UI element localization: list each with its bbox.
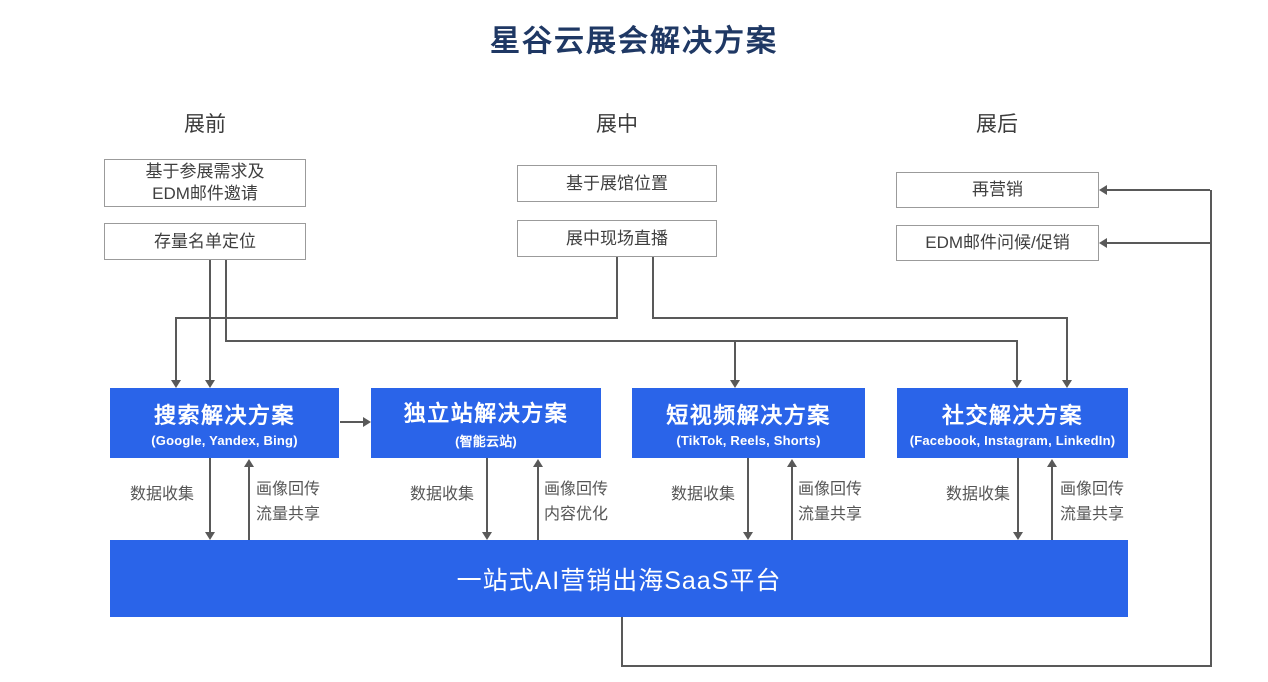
connector-up-social	[1051, 466, 1053, 540]
connector-branch-shortvideo	[734, 341, 736, 381]
box-edm-invite-line1: 基于参展需求及	[145, 162, 265, 182]
connector-down-social	[1017, 458, 1019, 533]
arrowhead-up-search	[244, 459, 254, 467]
flow-label-up-search: 画像回传 流量共享	[256, 477, 320, 527]
connector-live-left-horizontal	[175, 317, 618, 319]
flow-label-up-social-line1: 画像回传	[1060, 481, 1125, 498]
arrowhead-up-website	[533, 459, 543, 467]
flow-label-down-search: 数据收集	[130, 486, 195, 503]
phase-header-post: 展后	[976, 113, 1018, 136]
flow-label-up-search-line1: 画像回传	[256, 481, 321, 498]
connector-bottom-horizontal	[621, 665, 1212, 667]
connector-branch-social-a	[1016, 341, 1018, 381]
arrowhead-to-remarketing	[1099, 185, 1107, 195]
connector-down-website	[486, 458, 488, 533]
arrowhead-down-social	[1013, 532, 1023, 540]
box-venue-location: 基于展馆位置	[517, 165, 717, 202]
connector-live-to-social	[1066, 318, 1068, 381]
connector-live-right-drop	[652, 257, 654, 319]
solution-social-subtitle: (Facebook, Instagram, LinkedIn)	[909, 433, 1116, 448]
connector-live-left-drop	[616, 257, 618, 319]
phase-header-pre: 展前	[184, 113, 226, 136]
connector-up-search	[248, 466, 250, 540]
flow-label-up-social: 画像回传 流量共享	[1060, 477, 1124, 527]
box-stock-list: 存量名单定位	[104, 223, 306, 260]
solution-search-subtitle: (Google, Yandex, Bing)	[151, 433, 298, 448]
solution-search: 搜索解决方案 (Google, Yandex, Bing)	[110, 388, 339, 458]
flow-label-up-social-line2: 流量共享	[1060, 506, 1125, 523]
box-live-stream: 展中现场直播	[517, 220, 717, 257]
connector-up-shortvideo	[791, 466, 793, 540]
flow-label-up-search-line2: 流量共享	[256, 506, 321, 523]
flow-label-down-social: 数据收集	[946, 486, 1011, 503]
arrowhead-stock-to-search	[205, 380, 215, 388]
arrowhead-to-social-b	[1062, 380, 1072, 388]
connector-stock-drop	[225, 260, 227, 342]
solution-shortvideo-title: 短视频解决方案	[666, 403, 831, 428]
solution-website-title: 独立站解决方案	[403, 401, 569, 426]
box-remarketing: 再营销	[896, 172, 1099, 208]
arrowhead-down-shortvideo	[743, 532, 753, 540]
box-edm-greeting-label: EDM邮件问候/促销	[925, 233, 1070, 253]
box-edm-greeting: EDM邮件问候/促销	[896, 225, 1099, 261]
arrowhead-down-search	[205, 532, 215, 540]
connector-stock-to-search	[209, 260, 211, 381]
arrowhead-live-to-search	[171, 380, 181, 388]
page-title: 星谷云展会解决方案	[490, 25, 778, 58]
connector-down-search	[209, 458, 211, 533]
flow-label-up-website-line1: 画像回传	[544, 481, 609, 498]
box-stock-list-label: 存量名单定位	[154, 231, 256, 251]
phase-header-mid: 展中	[596, 113, 638, 136]
arrowhead-down-website	[482, 532, 492, 540]
connector-live-to-search	[175, 318, 177, 381]
solution-social: 社交解决方案 (Facebook, Instagram, LinkedIn)	[897, 388, 1128, 458]
platform-bar-label: 一站式AI营销出海SaaS平台	[456, 566, 782, 595]
arrowhead-to-edm-greeting	[1099, 238, 1107, 248]
connector-to-edm-greeting	[1107, 242, 1210, 244]
solution-shortvideo-subtitle: (TikTok, Reels, Shorts)	[676, 433, 821, 448]
solution-social-title: 社交解决方案	[941, 403, 1083, 428]
arrowhead-up-shortvideo	[787, 459, 797, 467]
flow-label-up-shortvideo: 画像回传 流量共享	[798, 477, 862, 527]
flow-label-up-website: 画像回传 内容优化	[544, 477, 608, 527]
flow-label-down-website: 数据收集	[410, 486, 475, 503]
solution-search-title: 搜索解决方案	[153, 403, 295, 428]
flow-label-up-shortvideo-line1: 画像回传	[798, 481, 863, 498]
connector-right-riser	[1210, 190, 1212, 667]
arrowhead-search-to-website	[363, 417, 371, 427]
box-live-stream-label: 展中现场直播	[566, 228, 668, 248]
connector-stock-horizontal	[225, 340, 1018, 342]
flow-label-down-shortvideo: 数据收集	[671, 486, 736, 503]
solution-website-subtitle: (智能云站)	[455, 434, 517, 449]
box-edm-invite: 基于参展需求及 EDM邮件邀请	[104, 159, 306, 207]
arrowhead-to-shortvideo	[730, 380, 740, 388]
flow-label-up-shortvideo-line2: 流量共享	[798, 506, 863, 523]
solution-website: 独立站解决方案 (智能云站)	[371, 388, 601, 458]
flow-label-up-website-line2: 内容优化	[544, 506, 609, 523]
connector-platform-drop	[621, 617, 623, 667]
box-edm-invite-line2: EDM邮件邀请	[152, 184, 258, 203]
arrowhead-to-social-a	[1012, 380, 1022, 388]
connector-live-right-horizontal	[652, 317, 1068, 319]
platform-bar: 一站式AI营销出海SaaS平台	[110, 540, 1128, 617]
box-remarketing-label: 再营销	[972, 180, 1023, 200]
connector-search-to-website	[340, 421, 364, 423]
connector-up-website	[537, 466, 539, 540]
solution-shortvideo: 短视频解决方案 (TikTok, Reels, Shorts)	[632, 388, 865, 458]
connector-to-remarketing	[1107, 189, 1210, 191]
arrowhead-up-social	[1047, 459, 1057, 467]
box-venue-location-label: 基于展馆位置	[566, 173, 668, 193]
connector-down-shortvideo	[747, 458, 749, 533]
